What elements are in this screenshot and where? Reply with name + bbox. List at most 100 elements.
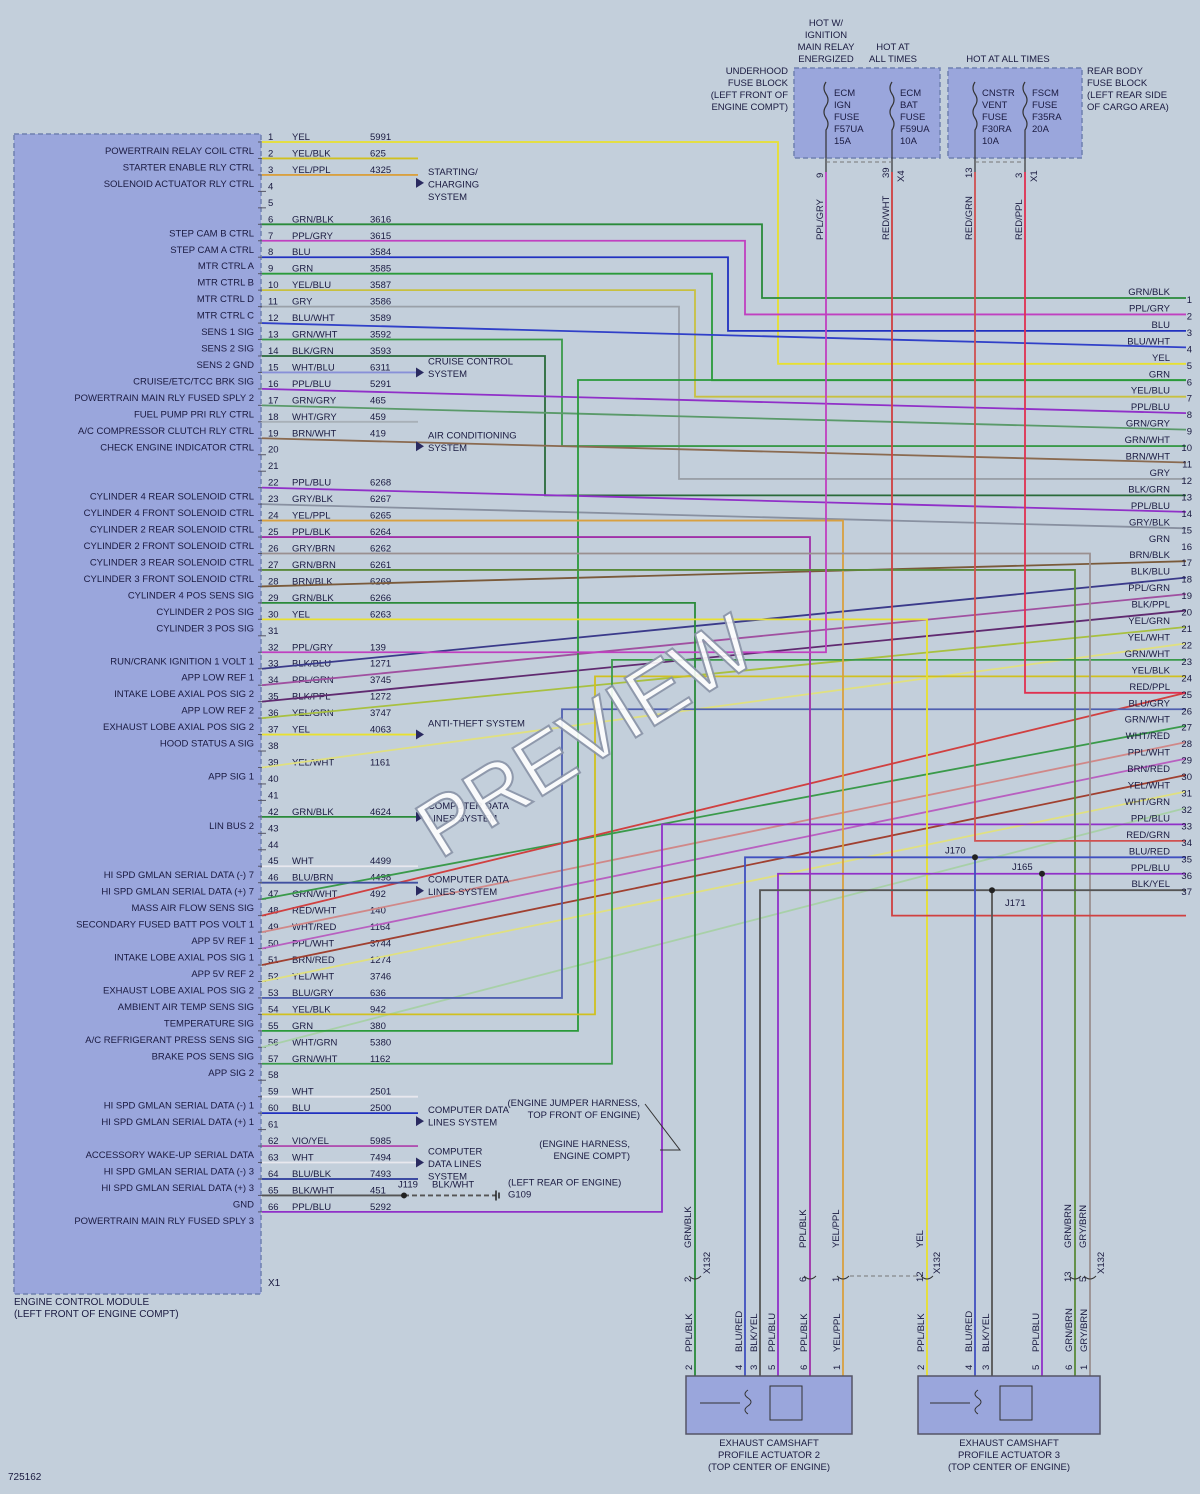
ecm-pin-number: 36 [268,708,279,719]
ecm-pin-number: 11 [268,297,278,308]
ecm-pin-number: 19 [268,428,279,439]
ecm-pin-label: FUEL PUMP PRI RLY CTRL [134,409,254,420]
wire-color-label: WHT [292,1153,314,1164]
wire-color-label: BLK/GRN [292,346,334,357]
fuse-text: FUSE [1032,100,1057,111]
ecm-pin-label: CYLINDER 2 POS SIG [156,607,254,618]
wire-color-label: PPL/WHT [292,939,334,950]
fuse-conn: X4 [896,170,907,182]
actuator-coil [700,1389,752,1415]
ecm-pin-number: 53 [268,988,279,999]
ecm-pin-number: 39 [268,757,279,768]
right-wire-color: PPL/GRY [1129,303,1171,314]
circuit-number: 492 [370,889,386,900]
right-pin-number: 32 [1181,805,1192,816]
circuit-number: 1274 [370,955,391,966]
wire-30 [262,618,928,1376]
ecm-pin-number: 1 [268,132,273,143]
circuit-number: 3584 [370,247,391,258]
right-pin-number: 6 [1187,377,1192,388]
wire-53 [262,708,1186,999]
hot-relay-label: IGNITION [805,30,847,41]
x132-pin: 12 [915,1271,926,1282]
circuit-number: 139 [370,642,386,653]
fuse-pin: 9 [815,173,826,178]
wire-color-label: YEL/WHT [292,757,334,768]
actuator-pin: 6 [1064,1365,1075,1370]
wire-color-label: YEL/BLK [292,1004,331,1015]
ecm-pin-label: APP LOW REF 2 [181,706,254,717]
wire-10 [262,289,1186,398]
wire-color-label: GRN/BLK [292,593,334,604]
right-pin-number: 30 [1181,772,1192,783]
actuator-pin: 1 [832,1365,843,1370]
actuator-wire-color: PPL/BLK [799,1313,810,1352]
fuse-text: F35RA [1032,112,1062,123]
ecm-pin-number: 8 [268,247,273,258]
ecm-pin-number: 27 [268,560,279,571]
circuit-number: 140 [370,906,386,917]
actuator-pin: 2 [684,1365,695,1370]
ecm-pin-label: A/C COMPRESSOR CLUTCH RLY CTRL [78,426,254,437]
ecm-pin-number: 35 [268,692,279,703]
fuse-wire-redgrn [974,172,1186,842]
wire-color-label: YEL/PPL [292,511,331,522]
right-pin-number: 35 [1181,854,1192,865]
right-pin-number: 3 [1187,328,1192,339]
wire-51 [261,774,1187,966]
fuse-text: IGN [834,100,851,111]
actuator-title: EXHAUST CAMSHAFT [719,1438,819,1449]
circuit-number: 5292 [370,1202,391,1213]
wire-color-label: PPL/BLU [292,1202,331,1213]
circuit-number: 3585 [370,264,391,275]
ecm-pin-number: 34 [268,675,279,686]
ecm-pin-label: EXHAUST LOBE AXIAL POS SIG 2 [103,722,254,733]
wire-color-label: GRN [292,1021,313,1032]
right-pin-number: 19 [1181,591,1192,602]
ecm-pin-label: STARTER ENABLE RLY CTRL [123,162,254,173]
ecm-pin-label: MTR CTRL D [197,294,254,305]
arrow-head [416,811,424,822]
circuit-number: 6266 [370,593,391,604]
wire-color-label: YEL [292,132,310,143]
fuse-wire-color: RED/GRN [964,196,975,240]
actuator-wire-color: GRY/BRN [1079,1309,1090,1352]
circuit-number: 465 [370,395,386,406]
splice-dot [972,854,978,861]
right-pin-number: 36 [1181,871,1192,882]
right-wire-color: PPL/BLU [1131,501,1170,512]
actuator-pin: 3 [981,1365,992,1370]
wire-color-label: YEL [292,609,310,620]
hot-relay-label: HOT W/ [809,18,843,29]
ecm-pin-number: 14 [268,346,279,357]
actuator-wire-color: BLK/YEL [981,1313,992,1352]
circuit-number: 3586 [370,297,391,308]
ecm-pin-label: POWERTRAIN MAIN RLY FUSED SPLY 3 [74,1216,254,1227]
ecm-pin-number: 41 [268,790,279,801]
right-pin-number: 5 [1187,361,1192,372]
ground-location: (LEFT REAR OF ENGINE) [508,1177,621,1188]
right-pin-number: 33 [1181,821,1192,832]
right-pin-number: 31 [1181,789,1192,800]
x132-connector-symbol [920,1275,934,1280]
ecm-pin-number: 50 [268,939,279,950]
arrow-label: LINES SYSTEM [428,813,497,824]
arrow-label: AIR CONDITIONING [428,430,517,441]
circuit-number: 3615 [370,231,391,242]
bottom-layer: (ENGINE JUMPER HARNESS,TOP FRONT OF ENGI… [508,845,1108,1473]
underhood-label: UNDERHOOD [726,66,788,77]
right-wire-color: BLK/YEL [1131,879,1170,890]
right-pin-number: 7 [1187,394,1192,405]
ecm-pin-label: HI SPD GMLAN SERIAL DATA (-) 7 [104,870,254,881]
right-pin-number: 11 [1182,460,1192,471]
wire-color-label: PPL/GRY [292,642,334,653]
splice-label: J119 [398,1179,418,1190]
wire-39 [261,642,1187,769]
right-wire-color: BRN/BLK [1129,550,1170,561]
ecm-pin-label: HI SPD GMLAN SERIAL DATA (+) 7 [101,887,254,898]
splice-dot [1039,870,1045,877]
ecm-pin-number: 65 [268,1185,279,1196]
circuit-number: 5380 [370,1037,391,1048]
wire-color-label: GRN/WHT [292,330,338,341]
